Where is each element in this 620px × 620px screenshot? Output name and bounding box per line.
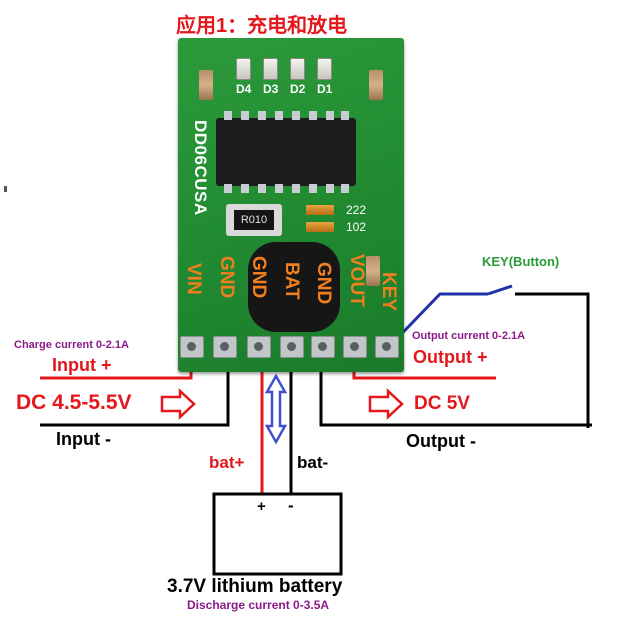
pad-gnd-2	[247, 336, 271, 358]
terminal-minus-label: -	[288, 496, 294, 515]
key-switch-lever	[487, 284, 513, 296]
pin-label-gnd-1: GND	[216, 256, 237, 299]
output-minus-wire	[319, 355, 592, 427]
smd-component-222	[306, 205, 334, 215]
smd-label-222: 222	[346, 203, 367, 217]
input-dc-arrow	[160, 388, 196, 420]
pad-gnd-3	[311, 336, 335, 358]
pad-bat	[280, 336, 304, 358]
dc-output-label: DC 5V	[414, 393, 470, 414]
input-plus-label: Input +	[52, 355, 112, 375]
edge-marker	[4, 186, 7, 192]
pad-key	[375, 336, 399, 358]
terminal-plus-label: +	[257, 498, 266, 515]
pad-vout	[343, 336, 367, 358]
key-button-label: KEY(Button)	[482, 254, 560, 269]
led-label-d2: D2	[290, 82, 306, 96]
capacitor-right	[369, 70, 383, 100]
inductor	[248, 242, 340, 332]
key-wire	[384, 292, 488, 352]
board-model-label: DD06CUSA	[191, 120, 210, 216]
capacitor-left	[199, 70, 213, 100]
battery-label: 3.7V lithium battery	[167, 576, 343, 597]
led-d2	[290, 58, 305, 80]
input-minus-wire	[40, 355, 230, 427]
output-dc-arrow	[368, 388, 404, 420]
pad-gnd-1	[213, 336, 237, 358]
page-title: 应用1：充电和放电	[176, 15, 348, 37]
smd-component-102	[306, 222, 334, 232]
ic-chip	[216, 111, 356, 193]
pin-label-gnd-2: GND	[248, 256, 269, 299]
input-minus-label: Input -	[56, 429, 111, 449]
pin-label-gnd-3: GND	[313, 262, 334, 305]
bidirectional-arrow	[264, 373, 288, 445]
pin-label-vout: VOUT	[346, 254, 367, 307]
led-label-d3: D3	[263, 82, 279, 96]
led-d3	[263, 58, 278, 80]
pad-vin	[180, 336, 204, 358]
battery-box	[212, 492, 343, 576]
resistor-marking: R010	[234, 210, 274, 230]
pin-label-bat: BAT	[281, 262, 302, 300]
led-label-d4: D4	[236, 82, 252, 96]
smd-label-102: 102	[346, 220, 367, 234]
key-return-wire	[515, 292, 590, 428]
led-d1	[317, 58, 332, 80]
pin-label-key: KEY	[378, 272, 399, 312]
bat-plus-label: bat+	[209, 453, 245, 472]
output-plus-label: Output +	[413, 347, 488, 367]
bat-minus-label: bat-	[297, 453, 329, 472]
pin-label-vin: VIN	[183, 263, 204, 295]
led-label-d1: D1	[317, 82, 333, 96]
output-current-label: Output current 0-2.1A	[412, 330, 526, 342]
led-d4	[236, 58, 251, 80]
discharge-current-label: Discharge current 0-3.5A	[187, 598, 330, 612]
output-minus-label: Output -	[406, 431, 476, 451]
capacitor-bottom	[366, 256, 380, 286]
charge-current-label: Charge current 0-2.1A	[14, 339, 129, 351]
dc-input-label: DC 4.5-5.5V	[16, 391, 132, 414]
